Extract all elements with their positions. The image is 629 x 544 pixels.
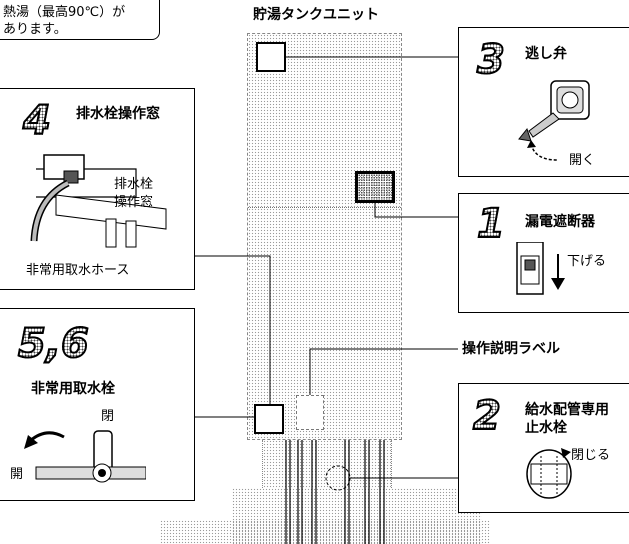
drain-callout-1: 排水栓 xyxy=(114,177,154,192)
panel-relief-valve: 3 逃し弁 開く xyxy=(458,27,629,177)
relief-valve-action: 開く xyxy=(569,153,596,168)
relief-valve-title: 逃し弁 xyxy=(525,46,567,62)
stop-valve-title-1: 給水配管専用 xyxy=(525,402,609,418)
down-arrow-icon xyxy=(551,254,565,290)
open-arrow-icon xyxy=(527,140,558,161)
stop-valve-action: 閉じる xyxy=(571,448,611,463)
tank-unit-body xyxy=(247,33,402,440)
drain-window-illustration xyxy=(30,154,167,248)
drain-callout-2: 操作窓 xyxy=(114,195,154,210)
emergency-tap-title: 非常用取水栓 xyxy=(31,381,115,397)
panel-drain-window: 4 排水栓操作窓 排水栓 操作窓 非常用取水ホース xyxy=(0,88,195,290)
breaker-illustration xyxy=(516,242,544,295)
item-number-1: 1 xyxy=(476,201,506,247)
open-label: 開 xyxy=(10,467,24,482)
tank-divider xyxy=(248,207,401,208)
tank-stand xyxy=(262,440,392,488)
relief-valve-illustration xyxy=(518,80,590,142)
panel-breaker: 1 漏電遮断器 下げる xyxy=(458,193,629,313)
warning-note: 熱湯（最高90℃）が あります。 xyxy=(0,0,160,40)
item-number-3: 3 xyxy=(476,37,506,83)
warning-line-1: 熱湯（最高90℃）が xyxy=(3,5,126,20)
item-number-4: 4 xyxy=(22,98,52,144)
operation-label-text: 操作説明ラベル xyxy=(462,341,560,357)
marker-breaker xyxy=(355,171,395,203)
ground-foundation xyxy=(160,520,490,544)
marker-emergency-tap xyxy=(254,404,284,434)
panel-stop-valve: 2 給水配管専用 止水栓 閉じる xyxy=(458,383,629,513)
emergency-tap-illustration xyxy=(24,430,146,483)
stop-valve-title-2: 止水栓 xyxy=(525,420,567,436)
stop-valve-illustration xyxy=(526,448,572,499)
unit-title: 貯湯タンクユニット xyxy=(253,7,379,23)
marker-operation-label xyxy=(296,395,324,430)
panel-emergency-tap: 5,6 非常用取水栓 閉 開 xyxy=(0,308,195,501)
breaker-action: 下げる xyxy=(567,254,607,269)
closed-label: 閉 xyxy=(101,409,115,424)
drain-window-title: 排水栓操作窓 xyxy=(76,106,160,122)
item-number-5-6: 5,6 xyxy=(17,321,90,367)
item-number-2: 2 xyxy=(472,393,502,439)
emergency-hose-label: 非常用取水ホース xyxy=(26,263,130,278)
warning-line-2: あります。 xyxy=(3,22,67,37)
breaker-title: 漏電遮断器 xyxy=(525,214,595,230)
marker-relief-valve xyxy=(256,42,286,72)
